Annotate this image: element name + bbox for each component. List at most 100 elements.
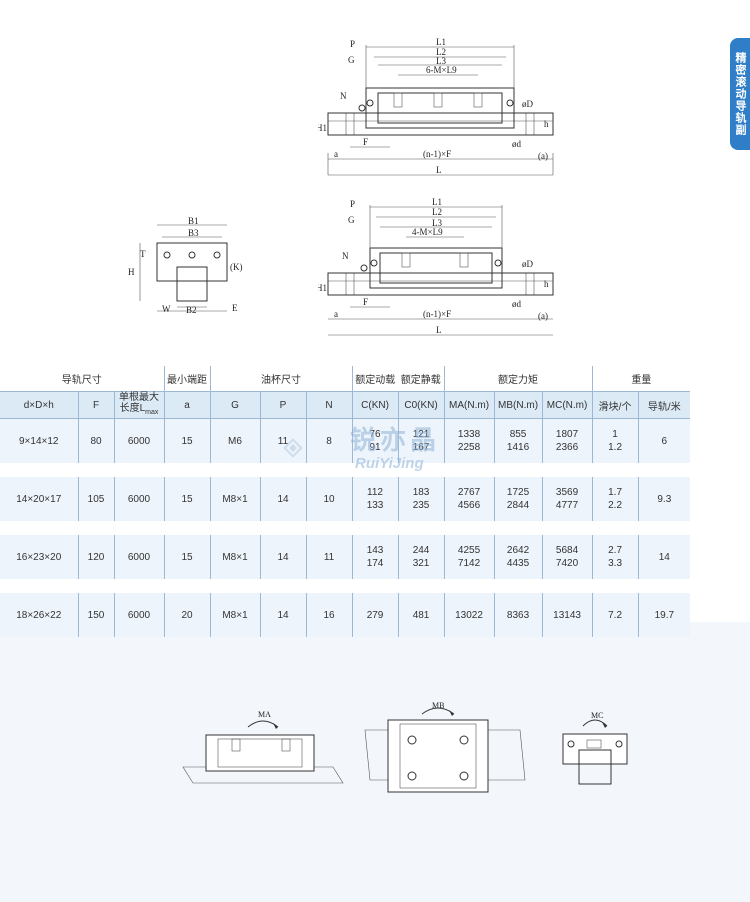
- table-cell-P: 11: [259, 418, 306, 463]
- table-cell-value: 121: [412, 429, 430, 440]
- table-cell-value: 91: [369, 442, 381, 453]
- diagram-moment-A: MA: [182, 710, 344, 784]
- th-P: P: [259, 391, 306, 419]
- table-cell-C: 279: [351, 593, 399, 637]
- moment-label-A: MA: [258, 710, 271, 719]
- dim-label-L: L: [436, 165, 442, 175]
- table-cell-a: 15: [163, 418, 210, 463]
- diagram-moment-B: MB: [364, 701, 526, 793]
- dim2-label-N: N: [342, 251, 349, 261]
- table-cell-dDh: 9×14×12: [0, 418, 78, 463]
- table-cell-Lmax: 6000: [113, 477, 164, 521]
- dim2-label-G: G: [348, 215, 355, 225]
- table-cell-value: 1.7: [608, 487, 623, 498]
- table-row-gap: [0, 579, 691, 593]
- dim-label-a2: (a): [538, 151, 548, 161]
- spec-table: 导轨尺寸 最小端距 油杯尺寸 额定动载 额定静载 额定力矩 重量 d×D×h F…: [0, 366, 691, 637]
- table-cell-value: 1416: [506, 442, 530, 453]
- table-cell-value: 13022: [455, 609, 483, 621]
- table-cell-value: 13143: [553, 609, 581, 621]
- dim-label-a: a: [334, 149, 338, 159]
- table-cell-dDh: 14×20×17: [0, 477, 78, 521]
- table-cell-value: 3569: [555, 487, 579, 498]
- table-cell-value: 2642: [506, 545, 530, 556]
- diagram-moment-C: MC: [562, 711, 628, 785]
- table-cell-value: 167: [412, 442, 430, 453]
- table-cell-rail: 14: [637, 535, 691, 579]
- dim2-label-a2: (a): [538, 311, 548, 321]
- th-rail-size: 导轨尺寸: [0, 366, 164, 392]
- dim-label-L3: L3: [436, 56, 446, 66]
- table-cell-value: 321: [412, 558, 430, 569]
- dim-label-N: N: [340, 91, 347, 101]
- watermark-en: RuiYiJing: [355, 455, 424, 472]
- table-cell-value: 2.2: [608, 500, 623, 511]
- th-G: G: [209, 391, 260, 419]
- dim-label-P: P: [350, 39, 355, 49]
- dim-label-h: h: [544, 119, 549, 129]
- watermark-cn: 锐亦晶: [350, 426, 441, 456]
- table-cell-rail: 9.3: [637, 477, 691, 521]
- th-min-end: 最小端距: [163, 366, 210, 392]
- table-cell-a: 20: [163, 593, 210, 637]
- dim-label-H1: H1: [318, 123, 327, 133]
- th-block: 滑块/个: [591, 391, 639, 419]
- table-cell-value: 143: [366, 545, 384, 556]
- th-a: a: [163, 391, 210, 419]
- table-cell-N: 11: [305, 535, 353, 579]
- table-cell-value: 1807: [555, 429, 579, 440]
- th-moment: 额定力矩: [443, 366, 593, 392]
- table-cell-F: 150: [77, 593, 114, 637]
- dim-label-B1: B1: [188, 216, 199, 226]
- th-dynamic-load: 额定动载: [351, 366, 399, 392]
- dim2-label-od: ød: [512, 299, 522, 309]
- dim-label-W: W: [162, 304, 171, 314]
- table-cell-rail: 6: [637, 418, 691, 463]
- table-cell-G: M8×1: [209, 477, 260, 521]
- table-cell-value: 4566: [457, 500, 481, 511]
- dim-label-od: ød: [512, 139, 522, 149]
- table-cell-MB: 8363: [493, 593, 543, 637]
- table-cell-P: 14: [259, 535, 306, 579]
- table-cell-N: 16: [305, 593, 353, 637]
- dim2-label-F: F: [363, 297, 368, 307]
- table-cell-G: M8×1: [209, 535, 260, 579]
- table-cell-P: 14: [259, 477, 306, 521]
- dim-label-G: G: [348, 55, 355, 65]
- table-cell-value: 133: [366, 500, 384, 511]
- table-cell-G: M8×1: [209, 593, 260, 637]
- table-cell-block: 7.2: [591, 593, 639, 637]
- table-cell-G: M6: [209, 418, 260, 463]
- dim-label-H: H: [128, 267, 135, 277]
- dim-label-B3: B3: [188, 228, 199, 238]
- table-cell-value: 7142: [457, 558, 481, 569]
- dim-label-F: F: [363, 137, 368, 147]
- moment-label-B: MB: [432, 701, 444, 710]
- dim-label-6MxL9: 6-M×L9: [426, 65, 457, 75]
- table-cell-dDh: 18×26×22: [0, 593, 78, 637]
- table-cell-MA: 13022: [443, 593, 495, 637]
- table-cell-value: 279: [366, 609, 384, 621]
- table-cell-C0: 481: [397, 593, 445, 637]
- dim2-label-H1: H1: [318, 283, 327, 293]
- dim-label-oD: øD: [522, 99, 534, 109]
- table-cell-N: 8: [305, 418, 353, 463]
- table-row-gap: [0, 463, 691, 477]
- table-cell-value: 1.2: [608, 442, 623, 453]
- dim2-label-L: L: [436, 325, 442, 335]
- table-cell-value: 4777: [555, 500, 579, 511]
- th-MA: MA(N.m): [443, 391, 495, 419]
- table-cell-a: 15: [163, 535, 210, 579]
- dim-label-T: T: [140, 249, 146, 259]
- th-MC: MC(N.m): [541, 391, 593, 419]
- table-cell-P: 14: [259, 593, 306, 637]
- table-row-gap: [0, 521, 691, 535]
